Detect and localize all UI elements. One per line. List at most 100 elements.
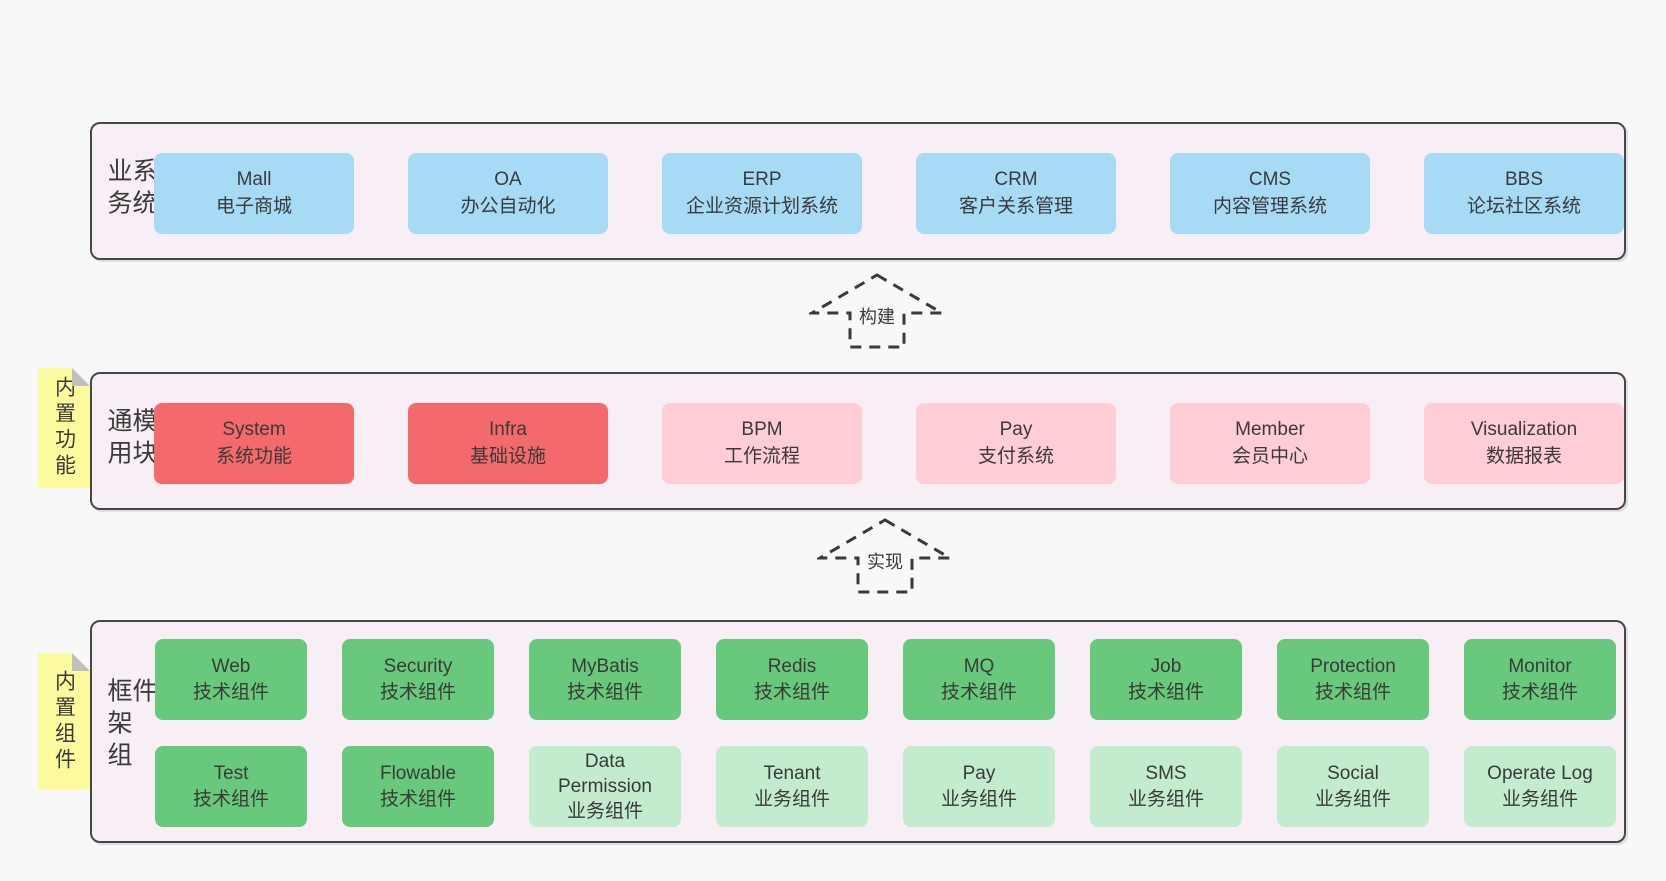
box-title: CMS [1248,168,1292,190]
diagram-box-tenant: Tenant 业务组件 [716,746,868,827]
business-systems-row: Mall 电子商城 OA 办公自动化 ERP 企业资源计划系统 CRM 客户关系… [154,153,1624,234]
built-in-components-note: 内置组件 [38,653,90,790]
box-subtitle: 技术组件 [753,681,830,703]
diagram-box-mybatis: MyBatis 技术组件 [529,639,681,720]
box-subtitle: 论坛社区系统 [1466,195,1581,217]
note-text: 内置组件 [52,669,76,774]
diagram-box-infra: Infra 基础设施 [408,403,608,484]
implement-arrow: 实现 [817,517,953,595]
diagram-box-system: System 系统功能 [154,403,354,484]
box-title: ERP [742,168,782,190]
diagram-box-flowable: Flowable 技术组件 [342,746,494,827]
box-title: Social [1327,763,1379,785]
box-title: Web [211,656,251,678]
box-title: MyBatis [571,656,639,678]
box-subtitle: 业务组件 [1127,788,1204,810]
build-arrow-label: 构建 [856,302,898,330]
diagram-box-crm: CRM 客户关系管理 [916,153,1116,234]
box-title: Security [383,656,453,678]
box-subtitle: 业务组件 [1314,788,1391,810]
box-subtitle: 客户关系管理 [958,195,1073,217]
box-subtitle: 办公自动化 [460,195,556,217]
common-modules-label: 通用模块 [104,407,157,472]
diagram-box-mq: MQ 技术组件 [903,639,1055,720]
business-systems-panel: 业务系统 Mall 电子商城 OA 办公自动化 ERP 企业资源计划系统 CRM… [90,122,1626,260]
box-subtitle: 基础设施 [469,445,546,467]
diagram-box-web: Web 技术组件 [155,639,307,720]
diagram-box-member: Member 会员中心 [1170,403,1370,484]
diagram-box-oa: OA 办公自动化 [408,153,608,234]
box-title: Data Permission [558,750,652,797]
box-subtitle: 技术组件 [192,788,269,810]
box-title: System [222,418,286,440]
box-subtitle: 技术组件 [566,681,643,703]
diagram-box-bpm: BPM 工作流程 [662,403,862,484]
box-title: Monitor [1508,656,1572,678]
box-title: MQ [963,656,995,678]
box-title: Mall [236,168,272,190]
business-systems-label: 业务系统 [104,157,157,222]
implement-arrow-label: 实现 [864,547,906,575]
diagram-box-erp: ERP 企业资源计划系统 [662,153,862,234]
diagram-box-protection: Protection 技术组件 [1277,639,1429,720]
diagram-box-operate-log: Operate Log 业务组件 [1464,746,1616,827]
diagram-box-data-permission: Data Permission 业务组件 [529,746,681,827]
box-subtitle: 业务组件 [1501,788,1578,810]
box-subtitle: 技术组件 [940,681,1017,703]
box-subtitle: 支付系统 [977,445,1054,467]
box-title: Protection [1310,656,1396,678]
box-subtitle: 技术组件 [379,788,456,810]
box-title: Operate Log [1487,763,1593,785]
box-subtitle: 业务组件 [940,788,1017,810]
box-title: Infra [488,418,528,440]
common-modules-panel: 通用模块 System 系统功能 Infra 基础设施 BPM 工作流程 Pay… [90,372,1626,510]
diagram-box-job: Job 技术组件 [1090,639,1242,720]
diagram-box-visualization: Visualization 数据报表 [1424,403,1624,484]
box-subtitle: 技术组件 [192,681,269,703]
box-subtitle: 数据报表 [1485,445,1562,467]
diagram-box-pay-module: Pay 支付系统 [916,403,1116,484]
box-title: Pay [962,763,996,785]
box-subtitle: 业务组件 [566,801,643,823]
framework-components-row-2: Test 技术组件 Flowable 技术组件 Data Permission … [155,746,1616,827]
box-subtitle: 会员中心 [1231,445,1308,467]
box-subtitle: 技术组件 [1501,681,1578,703]
diagram-box-sms: SMS 业务组件 [1090,746,1242,827]
diagram-box-monitor: Monitor 技术组件 [1464,639,1616,720]
framework-components-label: 框架组件 [104,676,157,773]
box-title: Tenant [763,763,821,785]
box-subtitle: 内容管理系统 [1212,195,1327,217]
diagram-box-bbs: BBS 论坛社区系统 [1424,153,1624,234]
box-subtitle: 技术组件 [1127,681,1204,703]
note-text: 内置功能 [52,376,76,480]
diagram-box-redis: Redis 技术组件 [716,639,868,720]
dashed-up-arrow-icon [817,518,953,594]
box-subtitle: 系统功能 [215,445,292,467]
box-title: OA [494,168,522,190]
box-title: Redis [767,656,817,678]
box-title: Job [1150,656,1182,678]
box-title: Test [213,763,249,785]
box-title: Visualization [1470,418,1578,440]
box-title: CRM [994,168,1038,190]
built-in-functions-note: 内置功能 [38,368,90,488]
box-subtitle: 电子商城 [215,195,292,217]
framework-components-row-1: Web 技术组件 Security 技术组件 MyBatis 技术组件 Redi… [155,639,1616,720]
diagram-box-cms: CMS 内容管理系统 [1170,153,1370,234]
build-arrow: 构建 [809,272,945,350]
box-title: Flowable [379,763,457,785]
box-title: BPM [741,418,783,440]
framework-components-panel: 框架组件 Web 技术组件 Security 技术组件 MyBatis 技术组件… [90,620,1626,843]
box-title: Pay [999,418,1033,440]
box-title: SMS [1145,763,1187,785]
diagram-box-pay-component: Pay 业务组件 [903,746,1055,827]
diagram-box-test: Test 技术组件 [155,746,307,827]
box-subtitle: 企业资源计划系统 [685,195,838,217]
dashed-up-arrow-icon [809,273,945,349]
box-subtitle: 工作流程 [723,445,800,467]
box-subtitle: 业务组件 [753,788,830,810]
diagram-box-social: Social 业务组件 [1277,746,1429,827]
diagram-box-mall: Mall 电子商城 [154,153,354,234]
box-subtitle: 技术组件 [379,681,456,703]
box-title: BBS [1504,168,1544,190]
